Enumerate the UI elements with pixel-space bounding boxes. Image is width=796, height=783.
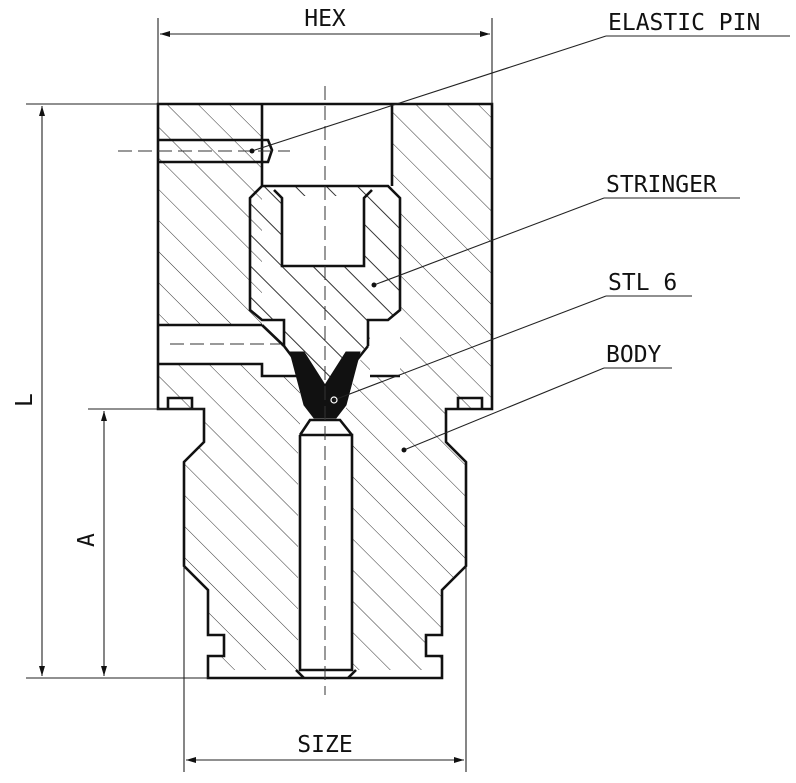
side-port-outline	[158, 323, 400, 378]
right-shoulder-bump	[456, 396, 484, 409]
stringer-outline	[248, 184, 402, 346]
body-left-hatch	[158, 104, 300, 670]
size-label: SIZE	[297, 732, 352, 758]
length-dimension: L	[12, 103, 208, 679]
center-lines	[118, 86, 326, 695]
head-outline	[156, 102, 494, 680]
body-right-hatch	[346, 104, 492, 670]
stl6-label: STL 6	[608, 270, 677, 296]
elastic-pin-label: ELASTIC PIN	[608, 10, 760, 36]
left-shoulder-bump	[166, 396, 194, 409]
body-callout: BODY	[401, 342, 672, 453]
stringer-callout: STRINGER	[371, 172, 740, 288]
stl6-tip	[289, 351, 361, 419]
hex-label: HEX	[304, 6, 346, 32]
outlet-outline	[295, 669, 357, 679]
size-dimension: SIZE	[183, 566, 467, 772]
a-label: A	[74, 533, 100, 547]
stl6-callout: STL 6	[330, 270, 692, 404]
elastic-pin-outline	[158, 138, 274, 164]
hex-dimension: HEX	[157, 6, 493, 104]
central-bore-outline	[298, 418, 354, 672]
stringer-socket-outline	[273, 189, 373, 268]
a-dimension: A	[74, 408, 204, 676]
stringer-label: STRINGER	[606, 172, 717, 198]
top-bore-outline	[260, 104, 394, 186]
length-label: L	[12, 393, 38, 407]
body-label: BODY	[606, 342, 662, 368]
elastic-pin-callout: ELASTIC PIN	[249, 10, 790, 154]
body-part	[158, 104, 492, 670]
